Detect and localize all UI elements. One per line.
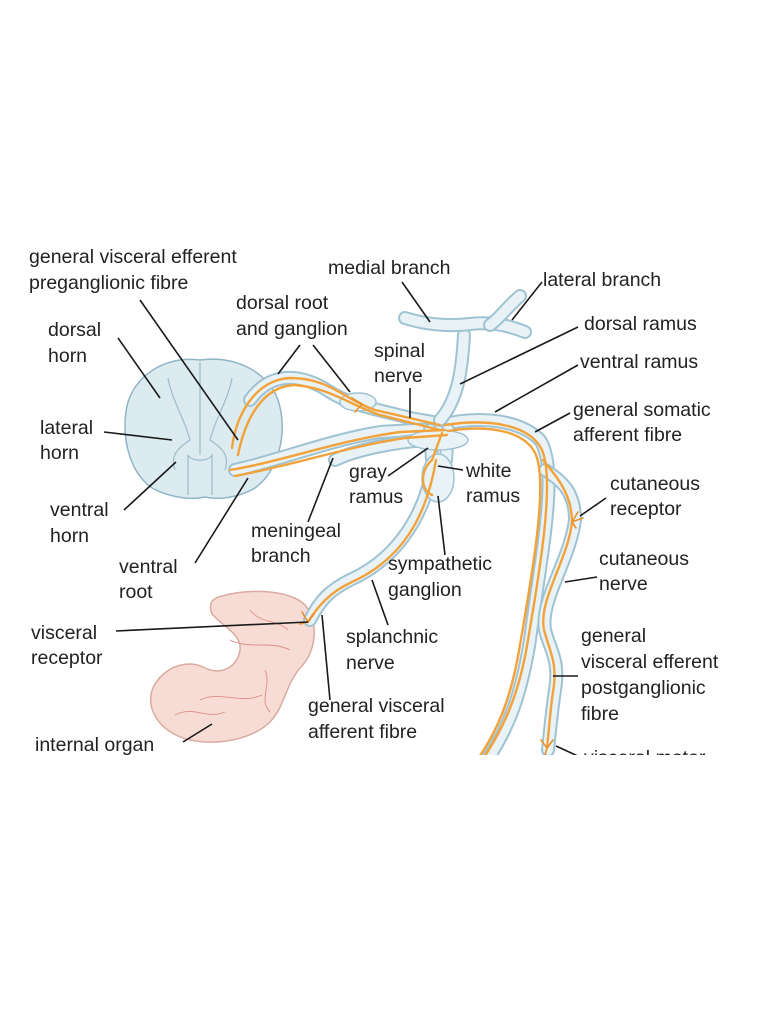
label-white-ramus-1: white	[465, 460, 512, 482]
label-internal-organ: internal organ	[35, 734, 154, 756]
label-lateral-horn-1: lateral	[40, 417, 93, 439]
label-dorsal-horn-1: dorsal	[48, 319, 101, 341]
label-ventral-root-2: root	[119, 581, 153, 603]
label-gve-postganglionic-2: visceral efferent	[581, 651, 719, 673]
label-gve-postganglionic-4: fibre	[581, 703, 619, 725]
nerve-fibres	[228, 376, 584, 755]
labels: general visceral efferent preganglionic …	[29, 246, 719, 769]
label-gve-postganglionic-3: postganglionic	[581, 677, 706, 699]
label-medial-branch: medial branch	[328, 257, 450, 279]
label-dorsal-root-1: dorsal root	[236, 292, 329, 314]
label-white-ramus-2: ramus	[466, 485, 520, 507]
label-meningeal-branch-2: branch	[251, 545, 311, 567]
label-gsa-2: afferent fibre	[573, 424, 682, 446]
label-gve-preganglionic-1: general visceral efferent	[29, 246, 237, 268]
label-cutaneous-nerve-1: cutaneous	[599, 548, 689, 570]
label-gray-ramus-2: ramus	[349, 486, 403, 508]
label-dorsal-horn-2: horn	[48, 345, 87, 367]
label-dorsal-root-2: and ganglion	[236, 318, 348, 340]
label-cutaneous-receptor-1: cutaneous	[610, 473, 700, 495]
label-ventral-root-1: ventral	[119, 556, 178, 578]
label-gsa-1: general somatic	[573, 399, 711, 421]
label-visceral-receptor-2: receptor	[31, 647, 103, 669]
label-ventral-horn-1: ventral	[50, 499, 109, 521]
label-ventral-ramus: ventral ramus	[580, 351, 698, 373]
label-ventral-horn-2: horn	[50, 525, 89, 547]
label-cutaneous-receptor-2: receptor	[610, 498, 682, 520]
label-gve-postganglionic-1: general	[581, 625, 646, 647]
label-splanchnic-nerve-1: splanchnic	[346, 626, 438, 648]
label-spinal-nerve-1: spinal	[374, 340, 425, 362]
label-dorsal-ramus: dorsal ramus	[584, 313, 697, 335]
label-cutaneous-nerve-2: nerve	[599, 573, 648, 595]
label-visceral-motor: visceral motor	[584, 747, 706, 769]
label-splanchnic-nerve-2: nerve	[346, 652, 395, 674]
label-gva-1: general visceral	[308, 695, 445, 717]
label-meningeal-branch-1: meningeal	[251, 520, 341, 542]
label-sympathetic-ganglion-2: ganglion	[388, 579, 462, 601]
spinal-cord-cross-section	[124, 358, 283, 500]
label-gva-2: afferent fibre	[308, 721, 417, 743]
label-lateral-branch: lateral branch	[543, 269, 661, 291]
label-lateral-horn-2: horn	[40, 442, 79, 464]
leader-lines	[103, 281, 607, 755]
label-sympathetic-ganglion-1: sympathetic	[388, 553, 492, 575]
label-visceral-receptor-1: visceral	[31, 622, 97, 644]
label-gray-ramus-1: gray	[349, 461, 387, 483]
internal-organ-stomach	[149, 590, 315, 743]
label-gve-preganglionic-2: preganglionic fibre	[29, 272, 188, 294]
label-spinal-nerve-2: nerve	[374, 365, 423, 387]
